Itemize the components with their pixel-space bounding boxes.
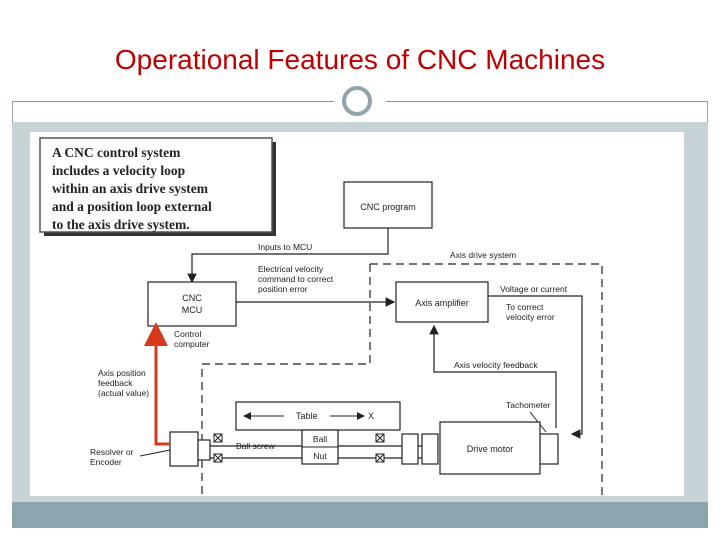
axis-position-label-3: (actual value)	[98, 388, 149, 398]
position-feedback-arrow	[144, 322, 170, 446]
callout-line-5: to the axis drive system.	[52, 217, 190, 232]
tachometer-body	[539, 433, 559, 465]
resolver-shaft	[197, 439, 211, 461]
cnc-program-box	[343, 181, 433, 229]
resolver-label-1: Resolver or	[90, 447, 134, 457]
ball-label: Ball	[313, 434, 327, 444]
axis-velocity-feedback-label: Axis velocity feedback	[454, 360, 538, 370]
callout-box	[39, 137, 273, 233]
title-rule-right	[386, 101, 708, 102]
cnc-mcu-label-1: CNC	[182, 293, 202, 303]
control-computer-label-2: computer	[174, 339, 210, 349]
voltage-arrow	[488, 295, 583, 439]
ball-screw-label: Ball screw	[236, 441, 276, 451]
bearings-group	[213, 433, 385, 463]
velocity-feedback-arrow	[429, 324, 557, 428]
axis-amplifier-label: Axis amplifier	[415, 298, 469, 308]
cnc-mcu-box	[147, 281, 237, 327]
to-correct-label-1: To correct	[506, 302, 544, 312]
callout-line-1: A CNC control system	[52, 145, 181, 160]
cnc-diagram-svg: A CNC control system includes a velocity…	[39, 137, 603, 496]
title-rule-left	[12, 101, 334, 102]
to-correct-label-2: velocity error	[506, 312, 555, 322]
axis-position-label-2: feedback	[98, 378, 133, 388]
cnc-mcu-label-2: MCU	[182, 305, 203, 315]
coupling-left	[401, 433, 419, 465]
cnc-diagram: A CNC control system includes a velocity…	[30, 132, 684, 496]
axis-drive-boundary-left	[201, 264, 371, 496]
inputs-arrow	[187, 228, 389, 284]
electrical-velocity-label-3: position error	[258, 284, 308, 294]
ring-ornament-icon	[336, 80, 378, 122]
axis-drive-system-label: Axis drive system	[450, 250, 516, 260]
drive-motor-label: Drive motor	[467, 444, 514, 454]
coupling-right	[421, 433, 439, 465]
footer-bar	[12, 502, 708, 528]
drive-motor-box	[439, 421, 541, 475]
callout-line-4: and a position loop external	[52, 199, 212, 214]
cnc-program-label: CNC program	[360, 202, 416, 212]
voltage-label: Voltage or current	[500, 284, 568, 294]
table-label: Table	[296, 411, 318, 421]
electrical-velocity-label-2: command to correct	[258, 274, 334, 284]
callout-line-2: includes a velocity loop	[52, 163, 185, 178]
resolver-label-2: Encoder	[90, 457, 122, 467]
inputs-to-mcu-label: Inputs to MCU	[258, 242, 312, 252]
control-computer-label-1: Control	[174, 329, 202, 339]
axis-position-label-1: Axis position	[98, 368, 146, 378]
nut-label: Nut	[313, 451, 327, 461]
axis-amplifier-box	[395, 281, 489, 323]
table-x-label: X	[368, 411, 374, 421]
resolver-leader	[139, 449, 171, 457]
tachometer-label: Tachometer	[506, 400, 551, 410]
slide-title: Operational Features of CNC Machines	[114, 44, 606, 75]
resolver-box	[169, 431, 199, 467]
callout-line-3: within an axis drive system	[52, 181, 209, 196]
electrical-velocity-label-1: Electrical velocity	[258, 264, 324, 274]
